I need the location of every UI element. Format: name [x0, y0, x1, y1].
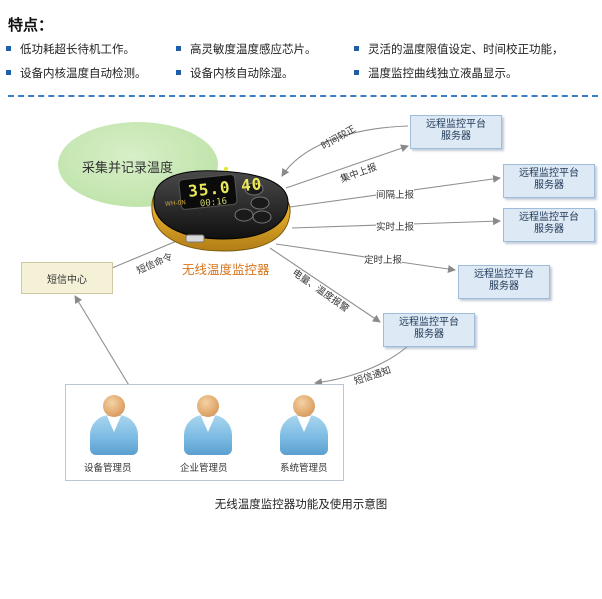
label-realtime-report: 实时上报	[376, 219, 415, 233]
diagram-caption: 无线温度监控器功能及使用示意图	[214, 497, 388, 511]
admin-person-icon	[86, 395, 142, 455]
bullet-icon	[6, 70, 11, 75]
admin-label-enterprise: 企业管理员	[180, 463, 228, 474]
section-divider	[8, 95, 598, 97]
collect-temperature-label: 采集并记录温度	[82, 161, 174, 176]
admin-label-device: 设备管理员	[84, 463, 132, 474]
admin-person-icon	[180, 395, 236, 455]
admin-person-icon	[276, 395, 332, 455]
feature-item: 设备内核温度自动检测。	[6, 65, 147, 81]
arrow-sms-command	[111, 237, 185, 269]
bullet-icon	[354, 70, 359, 75]
feature-item: 灵活的温度限值设定、时间校正功能，	[354, 41, 564, 57]
server-box: 远程监控平台服务器	[503, 208, 595, 242]
feature-item: 温度监控曲线独立液晶显示。	[354, 65, 518, 81]
arrow-centralized-report	[285, 144, 409, 189]
bullet-icon	[6, 46, 11, 51]
label-scheduled-report: 定时上报	[364, 252, 403, 266]
device-image	[151, 166, 291, 252]
feature-item: 高灵敏度温度感应芯片。	[176, 41, 317, 57]
feature-item: 设备内核自动除湿。	[176, 65, 294, 81]
server-box: 远程监控平台服务器	[458, 265, 550, 299]
arrow-alarm	[269, 247, 381, 323]
device-name-label: 无线温度监控器	[182, 262, 270, 277]
label-interval-report: 间隔上报	[376, 187, 415, 201]
features-title: 特点：	[8, 16, 54, 34]
arrow-sms-notify	[314, 345, 409, 387]
bullet-icon	[354, 46, 359, 51]
server-box: 远程监控平台服务器	[383, 313, 475, 347]
server-box: 远程监控平台服务器	[410, 115, 502, 149]
arrow-admin-to-sms	[74, 295, 131, 388]
sms-center-label: 短信中心	[47, 274, 87, 286]
admin-label-system: 系统管理员	[280, 463, 328, 474]
server-box: 远程监控平台服务器	[503, 164, 595, 198]
bullet-icon	[176, 46, 181, 51]
feature-item: 低功耗超长待机工作。	[6, 41, 135, 57]
bullet-icon	[176, 70, 181, 75]
arrow-time-sync	[281, 125, 409, 177]
sms-center-box: 短信中心	[21, 262, 113, 294]
